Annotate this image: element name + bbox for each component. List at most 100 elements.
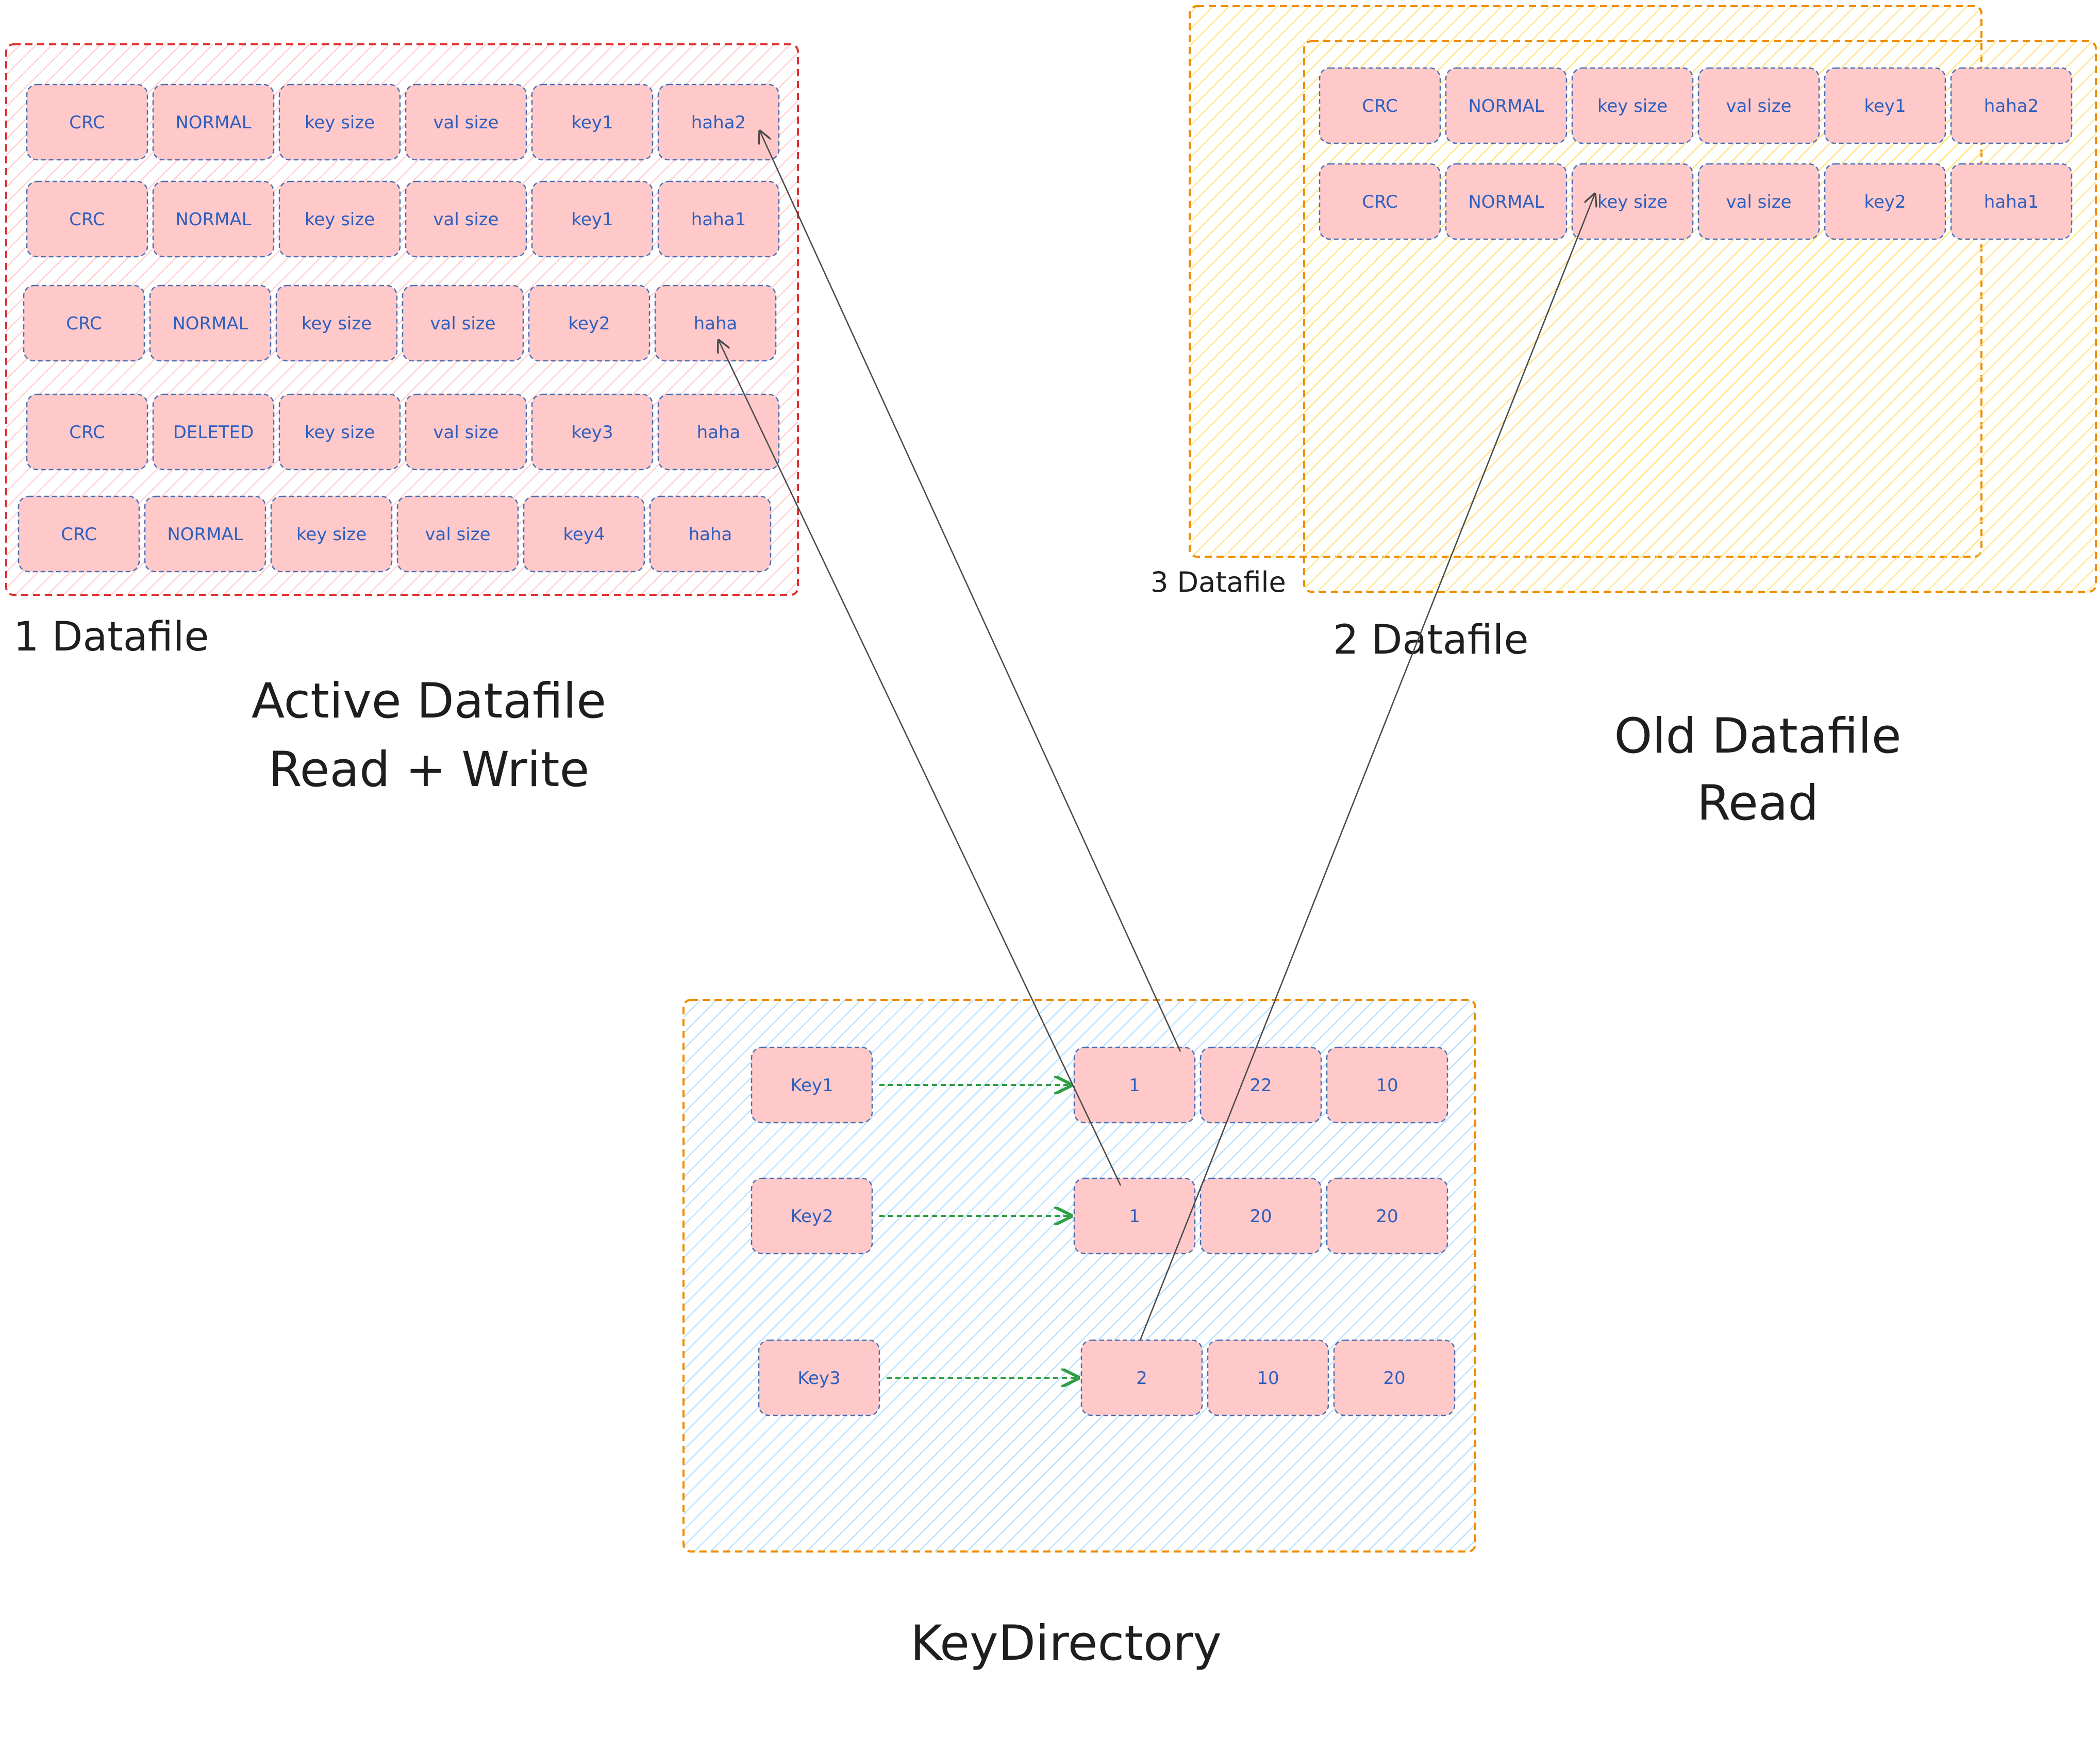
keydir-key1-cell: Key1 [751,1046,873,1124]
keydir-key3-value-2-cell-label: 10 [1257,1368,1279,1389]
keydir-key2-cell-label: Key2 [790,1206,833,1227]
active-record-3-val-size-cell-label: val size [430,313,495,334]
keydir-key3-value-3-cell-label: 20 [1383,1368,1405,1389]
keydir-key1-value-2-cell: 22 [1199,1046,1322,1124]
active-record-1-val-size-cell: val size [405,84,527,161]
active-record-5-haha-cell: haha [649,495,772,573]
keydir-key1-value-3-cell: 10 [1326,1046,1448,1124]
active-record-5-normal-cell-label: NORMAL [167,524,243,545]
old-record-2-crc-cell-label: CRC [1362,192,1397,212]
active-record-4-key3-cell: key3 [531,393,654,471]
active-record-4-key3-cell-label: key3 [571,422,613,443]
active-record-1-normal-cell: NORMAL [152,84,275,161]
active-record-3-key-size-cell: key size [275,285,398,362]
old-record-2-normal-cell: NORMAL [1445,163,1568,240]
active-record-3-key2-cell-label: key2 [568,313,610,334]
old-record-1-key-size-cell-label: key size [1597,96,1668,116]
keydir-key2-value-1-cell: 1 [1073,1177,1196,1255]
active-record-2-haha1-cell: haha1 [657,180,780,258]
old-file-label-back: 3 Datafile [1151,566,1286,598]
active-record-1-key-size-cell: key size [278,84,401,161]
active-record-1-crc-cell-label: CRC [69,112,105,133]
active-record-3-haha-cell-label: haha [694,313,738,334]
active-record-3-normal-cell-label: NORMAL [172,313,248,334]
active-record-2-key-size-cell-label: key size [305,209,375,230]
active-record-1-normal-cell-label: NORMAL [175,112,251,133]
keydir-key3-cell-label: Key3 [797,1368,840,1389]
active-record-5-crc-cell-label: CRC [61,524,96,545]
old-record-1-val-size-cell-label: val size [1726,96,1791,116]
pointer-key1-to-haha2 [760,131,1181,1052]
old-caption-line1: Old Datafile [1614,708,1901,764]
keydir-key1-value-2-cell-label: 22 [1249,1075,1272,1096]
active-record-4-key-size-cell-label: key size [305,422,375,443]
active-record-1-haha2-cell-label: haha2 [691,112,746,133]
active-record-4-val-size-cell-label: val size [433,422,498,443]
active-record-2-val-size-cell-label: val size [433,209,498,230]
keydir-key2-value-3-cell: 20 [1326,1177,1448,1255]
pointer-key3-to-old-key2 [1139,194,1595,1341]
active-record-5-key4-cell: key4 [523,495,645,573]
active-record-1-haha2-cell: haha2 [657,84,780,161]
active-record-4-crc-cell-label: CRC [69,422,105,443]
keydir-key2-value-2-cell-label: 20 [1249,1206,1272,1227]
value-pointers [719,131,1595,1341]
old-record-1-key-size-cell: key size [1571,67,1694,144]
active-record-5-key-size-cell-label: key size [296,524,366,545]
active-record-5-normal-cell: NORMAL [144,495,266,573]
active-record-2-key-size-cell: key size [278,180,401,258]
active-record-1-key1-cell: key1 [531,84,654,161]
old-record-2-haha1-cell: haha1 [1950,163,2073,240]
active-record-2-crc-cell-label: CRC [69,209,105,230]
old-record-2-val-size-cell: val size [1697,163,1820,240]
keydir-key2-value-3-cell-label: 20 [1376,1206,1398,1227]
active-record-1-crc-cell: CRC [26,84,148,161]
pointer-key2-to-haha [719,340,1122,1186]
keydir-key3-value-3-cell: 20 [1333,1339,1456,1416]
keydir-key1-value-3-cell-label: 10 [1376,1075,1398,1096]
active-record-4-haha-cell: haha [657,393,780,471]
active-record-3-crc-cell-label: CRC [66,313,102,334]
old-record-1-val-size-cell: val size [1697,67,1820,144]
keydir-key1-cell-label: Key1 [790,1075,833,1096]
old-record-1-normal-cell: NORMAL [1445,67,1568,144]
active-record-4-crc-cell: CRC [26,393,148,471]
active-caption-line2: Read + Write [269,742,590,798]
old-record-2-val-size-cell-label: val size [1726,192,1791,212]
active-record-5-val-size-cell: val size [396,495,519,573]
keydir-key1-value-1-cell: 1 [1073,1046,1196,1124]
old-record-2-key-size-cell: key size [1571,163,1694,240]
active-record-3-key-size-cell-label: key size [302,313,372,334]
active-record-3-normal-cell: NORMAL [149,285,272,362]
key-directory-arrows [879,1085,1078,1378]
old-record-1-crc-cell-label: CRC [1362,96,1397,116]
active-record-5-crc-cell: CRC [18,495,140,573]
old-record-2-key-size-cell-label: key size [1597,192,1668,212]
old-record-2-key2-cell-label: key2 [1864,192,1906,212]
keydir-key3-value-1-cell-label: 2 [1136,1368,1147,1389]
old-record-1-crc-cell: CRC [1319,67,1441,144]
old-caption-line2: Read [1697,775,1819,831]
old-record-1-normal-cell-label: NORMAL [1468,96,1544,116]
active-record-4-val-size-cell: val size [405,393,527,471]
active-record-5-val-size-cell-label: val size [425,524,490,545]
active-record-2-normal-cell: NORMAL [152,180,275,258]
keydir-key3-value-2-cell: 10 [1207,1339,1329,1416]
active-record-2-key1-cell: key1 [531,180,654,258]
active-record-1-val-size-cell-label: val size [433,112,498,133]
active-record-4-key-size-cell: key size [278,393,401,471]
active-record-2-normal-cell-label: NORMAL [175,209,251,230]
keydir-key2-cell: Key2 [751,1177,873,1255]
active-file-label: 1 Datafile [13,614,209,660]
active-record-4-deleted-cell-label: DELETED [173,422,254,443]
key-directory-caption: KeyDirectory [910,1615,1222,1672]
old-record-1-key1-cell-label: key1 [1864,96,1906,116]
active-record-1-key1-cell-label: key1 [571,112,613,133]
old-record-2-haha1-cell-label: haha1 [1984,192,2039,212]
active-record-1-key-size-cell-label: key size [305,112,375,133]
